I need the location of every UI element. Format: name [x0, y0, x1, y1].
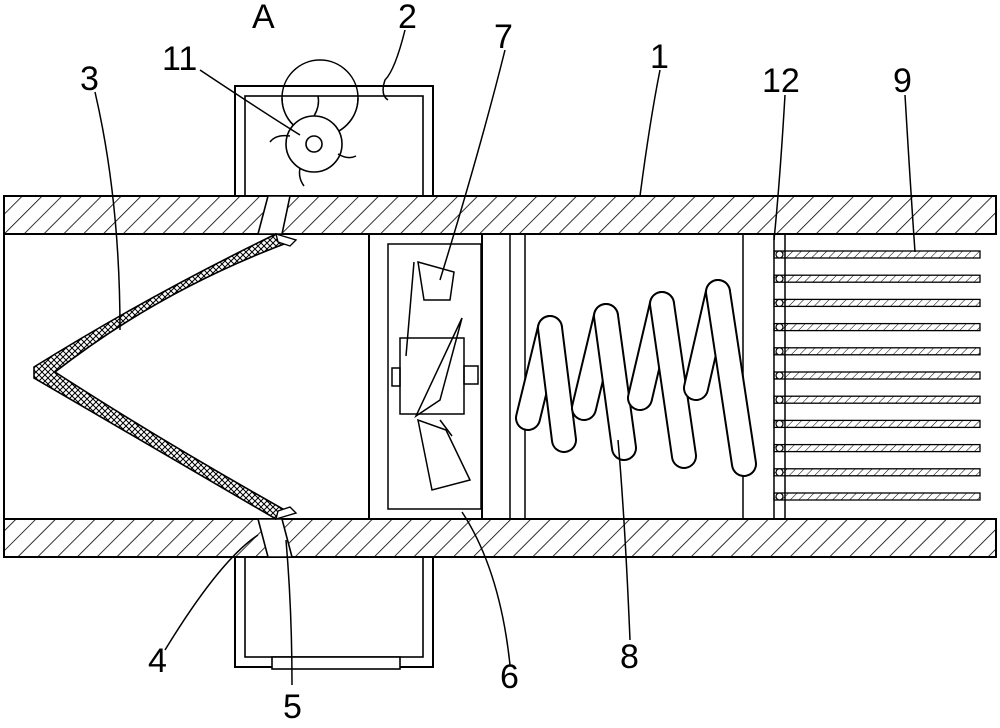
coil-segment-fill — [595, 305, 635, 459]
bottom-housing — [234, 556, 434, 670]
fin — [773, 492, 981, 501]
callout-1: 1 — [650, 38, 669, 76]
fin — [773, 443, 981, 453]
pipe-body — [3, 195, 997, 558]
fins-9 — [773, 250, 981, 501]
rod-pin — [775, 298, 784, 307]
pipe-bottom-wall — [3, 518, 997, 558]
callout-12: 12 — [762, 62, 800, 100]
fin — [773, 250, 981, 259]
rod-pin — [775, 274, 784, 283]
fin — [773, 298, 981, 308]
callout-8: 8 — [620, 638, 639, 676]
impeller-11 — [269, 95, 357, 187]
wall-passages — [256, 195, 294, 558]
coil-segment-fill — [539, 317, 575, 451]
fan-frame — [368, 233, 483, 520]
fin — [773, 419, 981, 429]
leader-lines — [94, 29, 916, 686]
rod-pin — [775, 250, 784, 259]
conical-screen — [33, 232, 298, 521]
fin — [773, 371, 981, 380]
fin-rack — [773, 234, 981, 519]
rod-pin — [775, 371, 784, 380]
coil-segment-fill — [707, 281, 755, 475]
pipe-top-wall — [3, 195, 997, 235]
rod-pin — [775, 419, 784, 428]
callout-7: 7 — [494, 18, 513, 56]
callouts: A 2 11 7 1 12 9 3 4 5 6 8 — [80, 0, 912, 726]
callout-6: 6 — [500, 658, 519, 696]
fin — [773, 274, 981, 283]
callout-5: 5 — [283, 688, 302, 726]
rod-pin — [775, 323, 784, 332]
coil-segment-fill — [651, 293, 695, 467]
callout-a: A — [252, 0, 275, 36]
rod-pin — [775, 347, 784, 356]
fin — [773, 468, 981, 477]
spiral-coil-8 — [515, 279, 757, 477]
callout-2: 2 — [398, 0, 417, 36]
callout-4: 4 — [148, 642, 167, 680]
fan-7 — [391, 260, 479, 491]
callout-11: 11 — [162, 40, 197, 78]
rod-pin — [775, 492, 784, 501]
fin — [773, 322, 981, 332]
rod-pin — [775, 395, 784, 404]
fin — [773, 347, 981, 356]
fin — [773, 395, 981, 404]
callout-9: 9 — [893, 62, 912, 100]
rod-pin — [775, 444, 784, 453]
callout-3: 3 — [80, 60, 99, 98]
rod-pin — [775, 468, 784, 477]
